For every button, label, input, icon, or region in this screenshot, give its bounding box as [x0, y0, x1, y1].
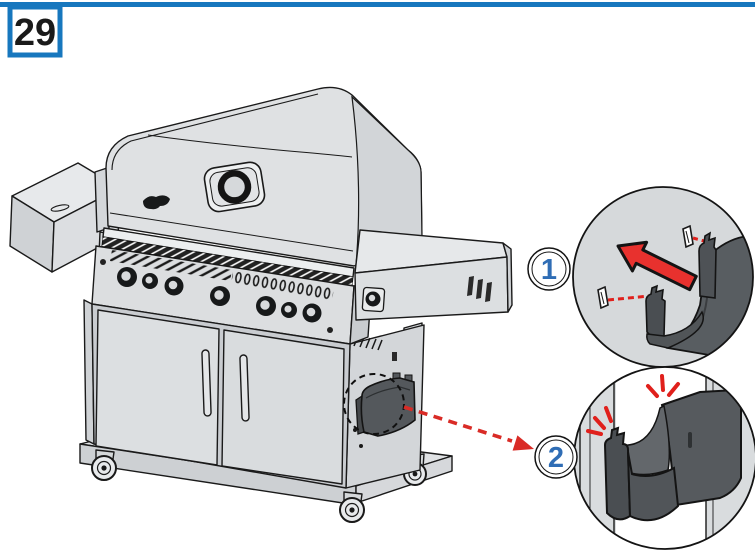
step-number-box: [7, 4, 63, 58]
burner-knobs: [117, 267, 322, 323]
door-handles: [201, 349, 250, 422]
shelf-vent-slots: [467, 276, 492, 302]
shelf-slot: [50, 204, 70, 212]
side-burner-knob: [361, 286, 386, 313]
snap-click-marks: [586, 374, 680, 436]
condiment-bracket-installed: [603, 388, 742, 522]
lid-vent-strip: [101, 227, 355, 287]
lid-thermometer: [203, 161, 266, 213]
red-arrowhead-icon: [512, 435, 534, 451]
header-rule: [0, 2, 755, 7]
brand-logo-icon: [143, 195, 170, 210]
panel-oval-slots: [231, 271, 334, 301]
page-header: 29: [0, 2, 755, 58]
hook-post: [698, 231, 717, 299]
mounting-slot: [597, 285, 609, 310]
alignment-dash: [692, 236, 705, 243]
right-door: [221, 329, 345, 485]
panel-notch: [602, 371, 612, 381]
grill-lid: [94, 86, 423, 267]
caster-wheel: [91, 449, 117, 481]
callout-1-badge: 1: [527, 247, 571, 291]
callout-2-badge: 2: [534, 435, 578, 479]
panel-screw: [100, 259, 106, 265]
caster-wheel: [339, 491, 365, 523]
step-number: 29: [14, 12, 56, 54]
grill-illustration: [9, 86, 513, 523]
panel-vent-hatch: [110, 250, 232, 281]
mounting-slot: [682, 224, 694, 249]
callout-1-number: 1: [541, 254, 557, 286]
detail-view-2-snap-in: [573, 366, 755, 550]
leader-arrow-to-detail2: [403, 405, 534, 451]
left-door: [95, 309, 220, 466]
dashed-highlight-circle: [343, 373, 405, 435]
detail-view-1-insert-hooks: [572, 186, 754, 368]
panel-screw: [327, 327, 333, 333]
right-side-shelf: [354, 229, 513, 321]
cabinet: [83, 299, 351, 489]
callout-2-number: 2: [548, 442, 564, 474]
condiment-bracket-mounted: [355, 372, 416, 437]
insert-direction-arrow-icon: [616, 240, 698, 292]
alignment-dash: [607, 294, 650, 302]
